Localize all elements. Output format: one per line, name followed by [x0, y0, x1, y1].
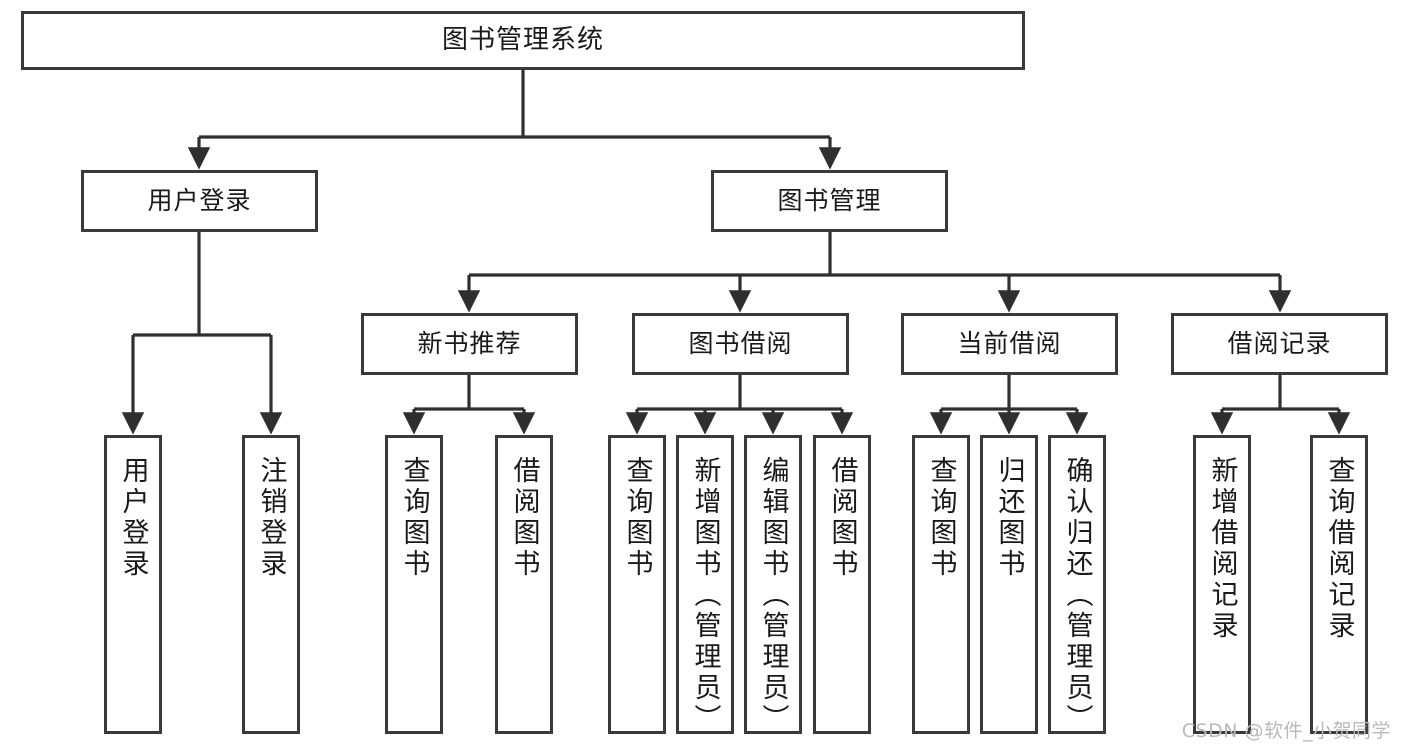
- leaf-current-borrow-return-book[interactable]: 归还图书: [980, 435, 1038, 734]
- node-label: 新书推荐: [417, 328, 522, 358]
- leaf-user-login-logout[interactable]: 注销登录: [242, 435, 300, 734]
- node-label: 图书管理系统: [441, 24, 604, 55]
- node-label: 当前借阅: [957, 328, 1062, 358]
- leaf-borrow-record-add-record[interactable]: 新增借阅记录: [1193, 435, 1251, 734]
- leaf-borrow-record-query-record[interactable]: 查询借阅记录: [1310, 435, 1368, 734]
- node-label: 图书借阅: [688, 328, 793, 358]
- node-label: 用户登录: [147, 185, 252, 215]
- node-book-borrow[interactable]: 图书借阅: [632, 313, 849, 375]
- node-current-borrow[interactable]: 当前借阅: [901, 313, 1118, 375]
- leaf-book-borrow-edit-book-admin[interactable]: 编辑图书（管理员）: [744, 435, 802, 735]
- leaf-book-borrow-borrow-book[interactable]: 借阅图书: [813, 435, 871, 734]
- node-label: 借阅图书: [508, 456, 540, 580]
- node-label: 用户登录: [117, 456, 149, 580]
- node-user-login[interactable]: 用户登录: [81, 170, 318, 232]
- node-book-management[interactable]: 图书管理: [711, 170, 948, 232]
- node-label: 新增借阅记录: [1206, 456, 1238, 642]
- node-label: 查询图书: [398, 456, 430, 580]
- node-root-library-system[interactable]: 图书管理系统: [21, 11, 1025, 70]
- leaf-user-login-login[interactable]: 用户登录: [104, 435, 162, 734]
- node-new-book-recommend[interactable]: 新书推荐: [361, 313, 578, 375]
- node-label: 归还图书: [993, 456, 1025, 580]
- node-label: 借阅记录: [1227, 328, 1332, 358]
- node-label: 编辑图书（管理员）: [757, 456, 789, 735]
- leaf-new-book-borrow-book[interactable]: 借阅图书: [495, 435, 553, 734]
- node-label: 查询图书: [925, 456, 957, 580]
- node-label: 注销登录: [255, 456, 287, 580]
- node-label: 查询图书: [621, 456, 653, 580]
- leaf-current-borrow-confirm-return-admin[interactable]: 确认归还（管理员）: [1048, 435, 1106, 735]
- leaf-current-borrow-query-book[interactable]: 查询图书: [912, 435, 970, 734]
- leaf-new-book-query-book[interactable]: 查询图书: [385, 435, 443, 734]
- node-label: 图书管理: [777, 185, 882, 215]
- node-label: 新增图书（管理员）: [689, 456, 721, 735]
- node-label: 借阅图书: [826, 456, 858, 580]
- leaf-book-borrow-add-book-admin[interactable]: 新增图书（管理员）: [676, 435, 734, 735]
- node-label: 查询借阅记录: [1323, 456, 1355, 642]
- node-label: 确认归还（管理员）: [1061, 456, 1093, 735]
- leaf-book-borrow-query-book[interactable]: 查询图书: [608, 435, 666, 734]
- node-borrow-record[interactable]: 借阅记录: [1171, 313, 1388, 375]
